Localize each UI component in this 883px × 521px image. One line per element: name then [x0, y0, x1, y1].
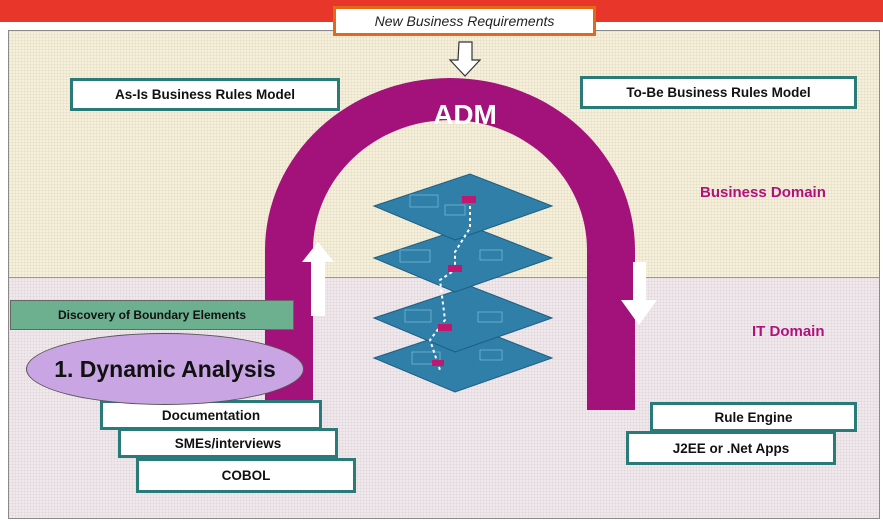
as-is-model-box: As-Is Business Rules Model	[70, 78, 340, 111]
model-layer	[372, 225, 554, 293]
target-j2ee-box: J2EE or .Net Apps	[626, 431, 836, 465]
dynamic-analysis-label: 1. Dynamic Analysis	[54, 355, 276, 382]
to-be-model-box: To-Be Business Rules Model	[580, 76, 857, 109]
business-domain-region	[9, 31, 879, 277]
target-rule-engine-box: Rule Engine	[650, 402, 857, 432]
business-domain-label: Business Domain	[700, 184, 826, 201]
model-layer	[372, 285, 554, 353]
source-smes-box: SMEs/interviews	[118, 428, 338, 458]
up-arrow	[302, 242, 334, 316]
it-domain-label: IT Domain	[752, 323, 825, 340]
source-documentation-box: Documentation	[100, 400, 322, 430]
down-arrow	[621, 262, 657, 325]
requirements-down-arrow	[448, 41, 482, 77]
discovery-boundary-box: Discovery of Boundary Elements	[10, 300, 294, 330]
dynamic-analysis-ellipse: 1. Dynamic Analysis	[26, 333, 304, 405]
model-layer	[372, 173, 554, 241]
adm-arc	[265, 78, 635, 410]
adm-label: ADM	[433, 99, 497, 130]
layer-trace	[428, 200, 471, 371]
new-business-requirements-box: New Business Requirements	[333, 6, 596, 36]
source-cobol-box: COBOL	[136, 458, 356, 493]
model-layers	[372, 173, 554, 393]
